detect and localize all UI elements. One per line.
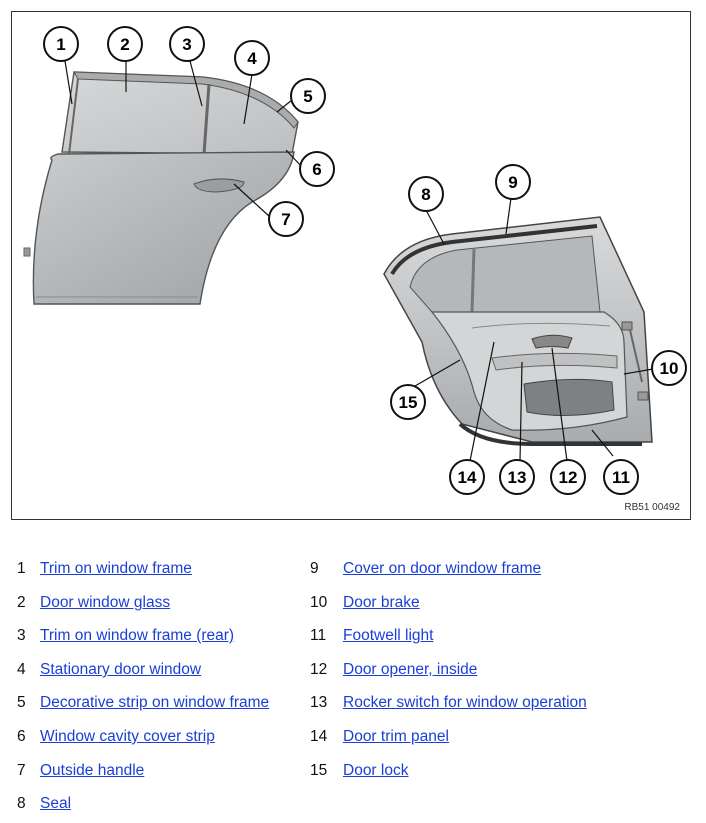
legend-link[interactable]: Outside handle: [40, 762, 145, 779]
legend-link[interactable]: Footwell light: [343, 627, 434, 644]
legend-link[interactable]: Door lock: [343, 762, 409, 779]
legend-number: 5: [17, 694, 26, 711]
legend-number: 13: [310, 694, 328, 711]
svg-text:10: 10: [660, 359, 679, 378]
legend-number: 10: [310, 594, 328, 611]
callout-8: 8: [408, 176, 444, 212]
legend-link[interactable]: Rocker switch for window operation: [343, 694, 587, 711]
legend-number: 14: [310, 728, 328, 745]
svg-text:8: 8: [421, 185, 430, 204]
svg-text:9: 9: [508, 173, 517, 192]
svg-text:6: 6: [312, 160, 321, 179]
callout-2: 2: [107, 26, 143, 62]
callout-6: 6: [299, 151, 335, 187]
legend-link[interactable]: Stationary door window: [40, 661, 202, 678]
legend-link[interactable]: Door brake: [343, 594, 420, 611]
svg-text:3: 3: [182, 35, 191, 54]
legend-number: 11: [310, 627, 327, 644]
callout-10: 10: [651, 350, 687, 386]
legend-number: 3: [17, 627, 26, 644]
callout-4: 4: [234, 40, 270, 76]
legend-number: 8: [17, 795, 26, 812]
legend-number: 6: [17, 728, 26, 745]
interior-door: [383, 216, 653, 446]
callout-3: 3: [169, 26, 205, 62]
svg-text:14: 14: [458, 468, 477, 487]
legend-number: 7: [17, 762, 26, 779]
callout-5: 5: [290, 78, 326, 114]
svg-text:13: 13: [508, 468, 527, 487]
svg-text:12: 12: [559, 468, 578, 487]
svg-text:2: 2: [120, 35, 129, 54]
callout-13: 13: [499, 459, 535, 495]
callout-1: 1: [43, 26, 79, 62]
legend-link[interactable]: Seal: [40, 795, 72, 812]
figure-code: RB51 00492: [624, 502, 680, 513]
legend-number: 4: [17, 661, 26, 678]
legend-link[interactable]: Door trim panel: [343, 728, 449, 745]
callout-7: 7: [268, 201, 304, 237]
callout-12: 12: [550, 459, 586, 495]
svg-text:4: 4: [247, 49, 257, 68]
legend-link[interactable]: Door opener, inside: [343, 661, 478, 678]
legend-link[interactable]: Trim on window frame: [40, 560, 192, 577]
legend-number: 1: [17, 560, 26, 577]
legend-number: 9: [310, 560, 319, 577]
legend-number: 2: [17, 594, 26, 611]
callout-15: 15: [390, 384, 426, 420]
exterior-door: [23, 71, 299, 305]
svg-text:7: 7: [281, 210, 290, 229]
legend-link[interactable]: Trim on window frame (rear): [40, 627, 235, 644]
door-diagram: 1 2 3 4 5 6 7 8 9 10 11 12 13 14 15 RB51…: [11, 11, 691, 520]
legend-link[interactable]: Cover on door window frame: [343, 560, 542, 577]
door-illustration: 1 2 3 4 5 6 7 8 9 10 11 12 13 14 15: [23, 26, 687, 495]
svg-text:1: 1: [56, 35, 65, 54]
legend-number: 15: [310, 762, 328, 779]
leader-lines: [64, 60, 654, 462]
callout-9: 9: [495, 164, 531, 200]
callout-14: 14: [449, 459, 485, 495]
svg-text:5: 5: [303, 87, 312, 106]
legend-link[interactable]: Window cavity cover strip: [40, 728, 215, 745]
svg-text:15: 15: [399, 393, 418, 412]
legend-number: 12: [310, 661, 328, 678]
legend-link[interactable]: Decorative strip on window frame: [40, 694, 270, 711]
legend-link[interactable]: Door window glass: [40, 594, 171, 611]
callouts: 1 2 3 4 5 6 7 8 9 10 11 12 13 14 15: [43, 26, 687, 495]
callout-11: 11: [603, 459, 639, 495]
svg-text:11: 11: [612, 468, 630, 487]
